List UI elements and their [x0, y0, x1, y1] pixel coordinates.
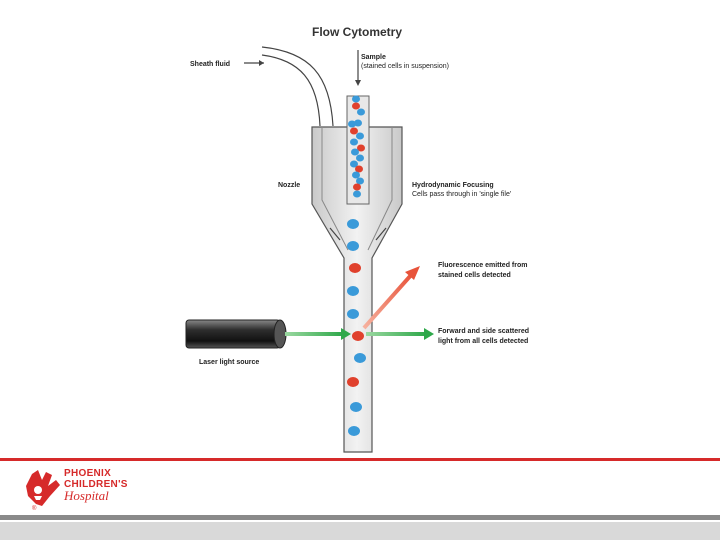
hydro-focusing-label: Hydrodynamic Focusing — [412, 182, 494, 189]
cell-cluster — [348, 95, 365, 198]
nozzle-left-arrow-icon — [329, 227, 341, 241]
laser-source — [185, 319, 281, 349]
scatter-arrowhead-icon — [424, 328, 434, 340]
nozzle-label: Nozzle — [278, 182, 300, 189]
scatter-label-2: light from all cells detected — [438, 338, 528, 345]
cell-single-file — [347, 219, 366, 436]
laser-label: Laser light source — [199, 359, 259, 366]
bottom-bar-light — [0, 522, 720, 540]
fluorescence-label-2: stained cells detected — [438, 272, 511, 279]
sheath-arrowhead-icon — [259, 60, 264, 66]
scatter-beam — [366, 332, 426, 336]
hydro-focusing-sub-label: Cells pass through in 'single file' — [412, 191, 511, 198]
nozzle-right-arrow-icon — [375, 227, 387, 241]
fluorescence-beam — [362, 272, 414, 330]
sample-label: Sample — [361, 54, 386, 61]
sample-arrowhead-icon — [355, 80, 361, 86]
laser-arrowhead-icon — [341, 328, 351, 340]
brand-logo: PHOENIX CHILDREN'S Hospital — [64, 468, 128, 503]
hand-icon: ® — [26, 470, 60, 510]
flow-cytometry-diagram: Flow Cytometry Sheath fluid Sample (stai… — [185, 25, 529, 453]
logo-line-2: CHILDREN'S — [64, 479, 128, 490]
page-title: Flow Cytometry — [312, 25, 402, 39]
logo-line-3: Hospital — [64, 488, 109, 503]
laser-beam — [285, 332, 343, 336]
sheath-fluid-label: Sheath fluid — [190, 61, 230, 68]
sample-sub-label: (stained cells in suspension) — [361, 63, 449, 70]
footer-rule — [0, 458, 720, 461]
laser-aperture — [273, 319, 287, 349]
bottom-bar-dark — [0, 515, 720, 520]
logo-line-1: PHOENIX — [64, 468, 112, 479]
svg-text:®: ® — [32, 505, 37, 510]
sheath-fluid-line — [261, 54, 321, 127]
fluorescence-label-1: Fluorescence emitted from — [438, 262, 527, 269]
scatter-label-1: Forward and side scattered — [438, 328, 529, 335]
sheath-fluid-line-2 — [261, 46, 334, 127]
nozzle-inner — [321, 127, 393, 251]
fluorescence-arrowhead-icon — [405, 266, 420, 280]
